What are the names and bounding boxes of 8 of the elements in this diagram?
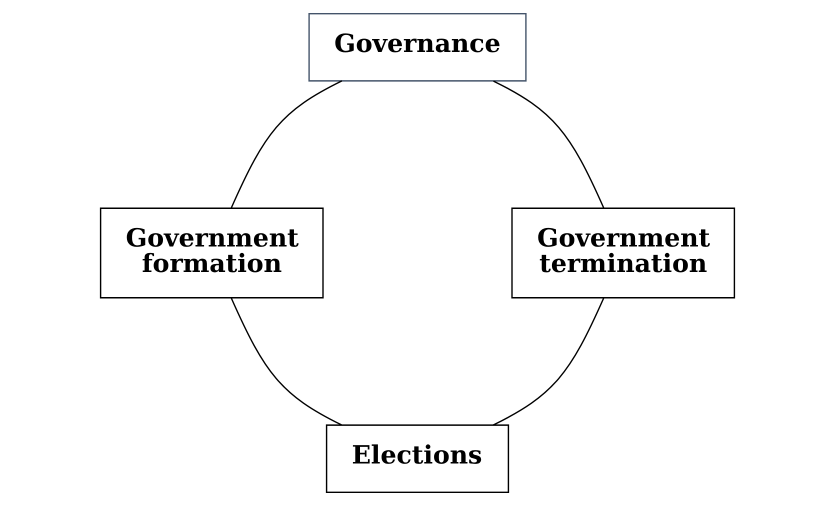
node-box: Elections <box>326 424 510 493</box>
node-box: Government termination <box>511 208 736 298</box>
node-box: Government formation <box>100 208 324 298</box>
connector <box>230 298 342 426</box>
connector <box>492 298 604 426</box>
node-box: Governance <box>308 13 527 82</box>
connector <box>230 80 342 208</box>
connector <box>493 80 604 208</box>
